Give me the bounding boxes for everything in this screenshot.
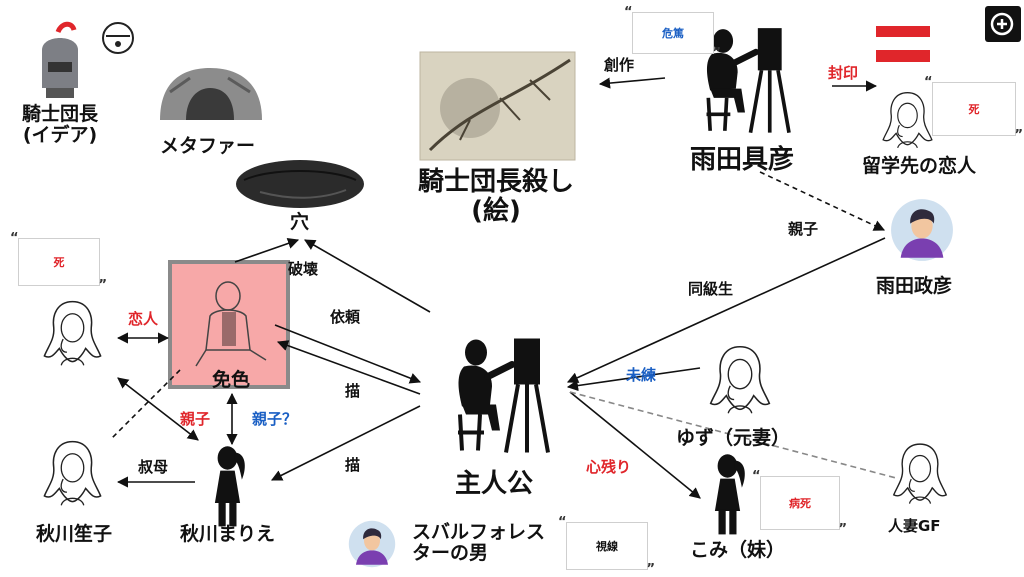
edge-aunt: 叔母 [138, 458, 169, 476]
woman-icon-akikawa-shoko [43, 440, 102, 507]
edge-draw-2: 描 [345, 456, 361, 474]
node-menshiki: 免色 [212, 369, 251, 391]
edge-classmate: 同級生 [688, 280, 734, 298]
man-avatar-icon-subaru [348, 520, 396, 568]
woman-icon-left-top [43, 300, 102, 367]
node-protagonist: 主人公 [455, 469, 534, 499]
edge-draw-1: 描 [345, 382, 361, 400]
edge-parent-child-1: 親子 [788, 220, 819, 238]
edge-destroy: 破壊 [288, 260, 319, 278]
bubble-danger: “危篤” [624, 5, 721, 61]
edge-lingering: 未練 [626, 366, 657, 384]
node-metaphor: メタファー [160, 135, 256, 157]
node-amada-masahiko: 雨田政彦 [876, 275, 953, 297]
node-akikawa-shoko: 秋川笙子 [36, 523, 113, 545]
node-knight: 騎士団長 (イデア) [22, 103, 99, 146]
node-yuzu: ゆず（元妻） [676, 427, 791, 449]
bubble-illness: “病死” [752, 469, 847, 537]
logo-icon [985, 6, 1021, 42]
flag-icon [876, 26, 930, 62]
edge-parent-child-2: 親子 [180, 410, 211, 428]
bubble-gaze: “視線” [558, 515, 655, 577]
node-akikawa-marie: 秋川まりえ [180, 523, 276, 545]
node-painting: 騎士団長殺し (絵) [418, 167, 575, 226]
painting-icon [419, 51, 576, 161]
painter-icon-amada [707, 28, 790, 132]
hole-icon [236, 160, 364, 208]
node-subaru-man: スバルフォレス ターの男 [412, 521, 546, 564]
edge-lover: 恋人 [128, 310, 159, 328]
node-lover-abroad: 留学先の恋人 [862, 155, 977, 177]
bubble-death-1: “死” [924, 75, 1023, 143]
bubble-death-2: “死” [10, 231, 107, 293]
cave-icon [160, 68, 262, 120]
woman-icon-married-gf [893, 443, 947, 505]
menshiki-box [168, 260, 290, 389]
edges [109, 77, 897, 499]
knight-helmet-icon [42, 21, 78, 98]
woman-icon-yuzu [709, 345, 771, 415]
edge-parent-child-q: 親子？ [252, 410, 298, 428]
edge-request: 依頼 [330, 308, 361, 326]
bell-icon [102, 22, 134, 54]
node-married-gf: 人妻GF [888, 517, 941, 535]
node-hole: 穴 [290, 211, 310, 233]
girl-icon-komi [714, 454, 745, 535]
man-avatar-icon-masahiko [891, 199, 953, 261]
node-komi: こみ（妹） [690, 539, 786, 561]
girl-icon-marie [214, 446, 245, 527]
woman-icon-lover-abroad [882, 92, 933, 149]
painter-icon-protagonist [458, 339, 548, 453]
node-amada-tomohiko: 雨田具彦 [690, 145, 795, 175]
edge-regret: 心残り [586, 458, 632, 476]
edge-seal: 封印 [828, 64, 859, 82]
edge-creation: 創作 [604, 56, 635, 74]
